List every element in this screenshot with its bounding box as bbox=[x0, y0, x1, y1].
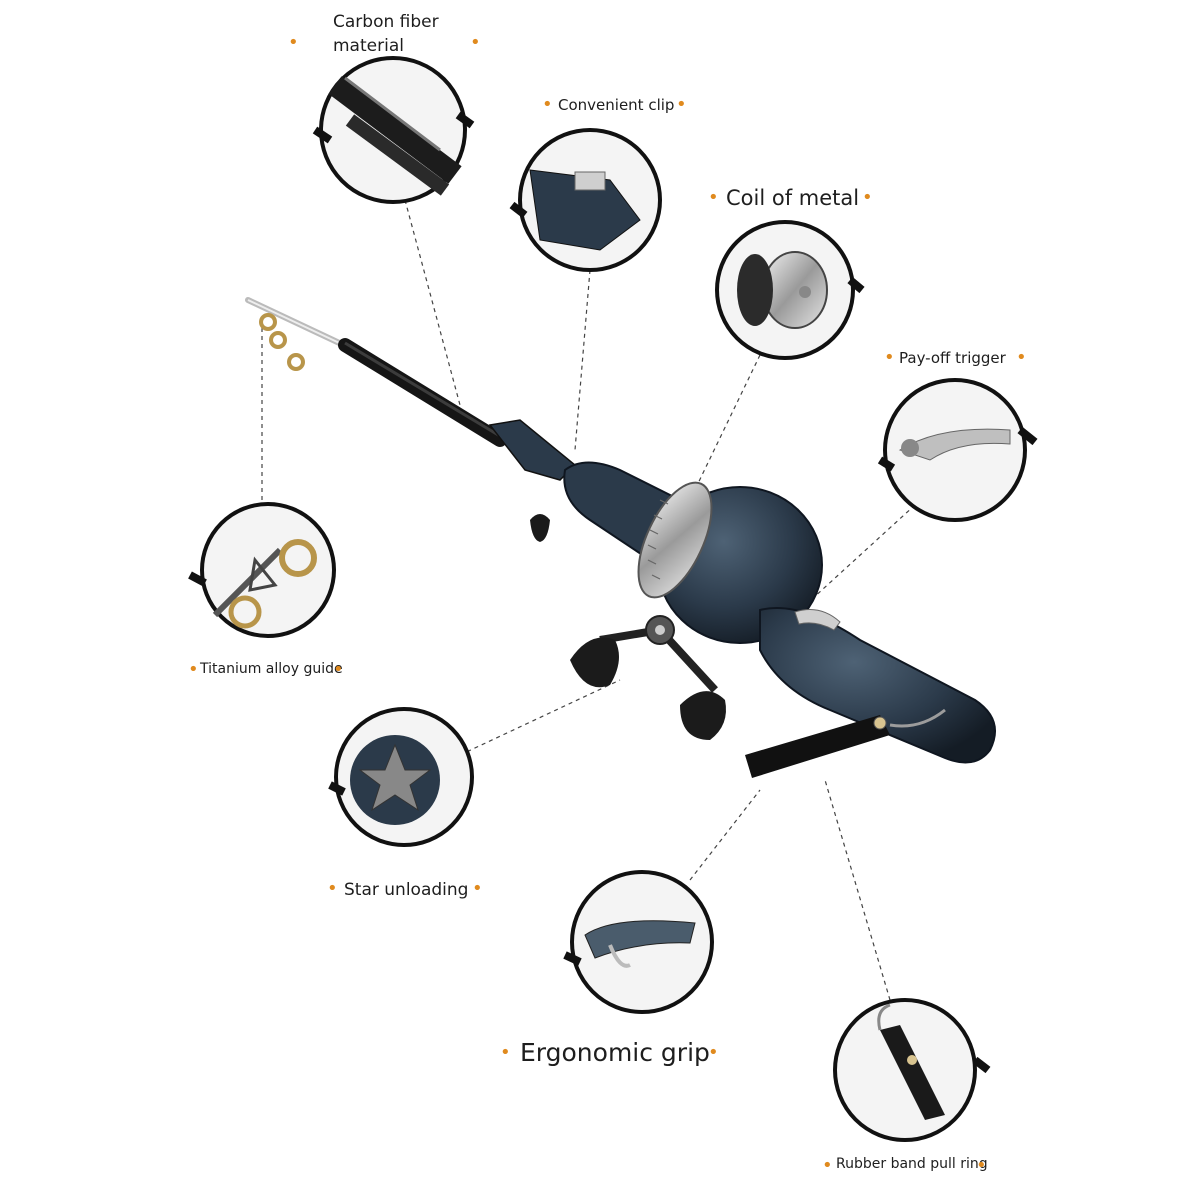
label-coil-of-metal: Coil of metal bbox=[726, 186, 860, 210]
bullet-dot: • bbox=[708, 1042, 719, 1063]
crank-handle bbox=[570, 615, 726, 740]
bullet-dot: • bbox=[288, 32, 299, 53]
label-ergonomic-grip: Ergonomic grip bbox=[520, 1038, 710, 1067]
bullet-dot: • bbox=[884, 347, 895, 368]
bullet-dot: • bbox=[1016, 347, 1027, 368]
bullet-dot: • bbox=[470, 32, 481, 53]
detail-trigger bbox=[877, 378, 1038, 522]
detail-coil bbox=[715, 220, 865, 360]
bullet-dot: • bbox=[822, 1155, 833, 1176]
detail-star bbox=[328, 707, 474, 847]
label-rubber-band-pull-ring: Rubber band pull ring bbox=[836, 1156, 988, 1172]
leader-lines bbox=[261, 199, 916, 1001]
bullet-dot: • bbox=[976, 1155, 987, 1176]
label-titanium-alloy-guide: Titanium alloy guide bbox=[200, 661, 343, 677]
bullet-dot: • bbox=[708, 187, 719, 208]
bullet-dot: • bbox=[500, 1042, 511, 1063]
detail-clip bbox=[509, 128, 662, 272]
label-convenient-clip: Convenient clip bbox=[558, 96, 675, 114]
fishing-rod bbox=[245, 297, 996, 778]
label-star-unloading: Star unloading bbox=[344, 880, 469, 900]
bullet-dot: • bbox=[676, 94, 687, 115]
bullet-dot: • bbox=[542, 94, 553, 115]
bullet-dot: • bbox=[333, 659, 344, 680]
detail-rubber bbox=[833, 998, 991, 1142]
detail-carbon bbox=[312, 56, 475, 204]
bullet-dot: • bbox=[472, 878, 483, 899]
bullet-dot: • bbox=[327, 878, 338, 899]
detail-guide bbox=[188, 502, 336, 638]
label-carbon-fiber: Carbon fiber material bbox=[333, 12, 439, 56]
detail-grip bbox=[563, 870, 714, 1014]
bullet-dot: • bbox=[862, 187, 873, 208]
label-pay-off-trigger: Pay-off trigger bbox=[899, 349, 1006, 367]
bullet-dot: • bbox=[188, 659, 199, 680]
